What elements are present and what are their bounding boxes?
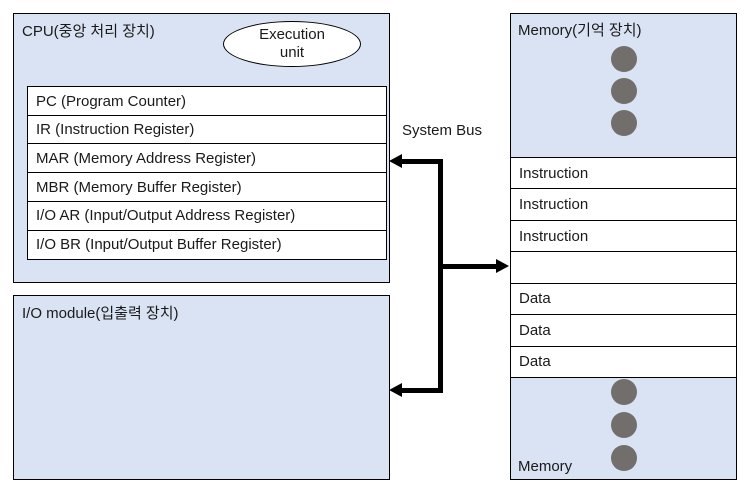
- memory-bottom-section: Memory: [511, 378, 736, 479]
- memory-box: Memory(기억 장치) Instruction Instruction In…: [510, 13, 737, 480]
- arrowhead-left-to-cpu-icon: [389, 154, 402, 168]
- execution-unit-label-line2: unit: [279, 44, 305, 61]
- dot-icon: [610, 445, 637, 471]
- dot-icon: [610, 78, 637, 104]
- io-module-box: I/O module(입출력 장치): [13, 295, 390, 480]
- io-module-title: I/O module(입출력 장치): [22, 305, 179, 322]
- arrowhead-right-to-memory-icon: [496, 259, 509, 273]
- memory-cell-table: Instruction Instruction Instruction Data…: [511, 157, 736, 378]
- register-table: PC (Program Counter) IR (Instruction Reg…: [27, 86, 387, 260]
- memory-row-instruction: Instruction: [511, 189, 736, 221]
- system-bus-label: System Bus: [401, 122, 483, 139]
- register-row-mbr: MBR (Memory Buffer Register): [27, 172, 387, 203]
- cpu-title: CPU(중앙 처리 장치): [22, 23, 155, 40]
- ellipsis-dots-icon: [610, 379, 637, 471]
- memory-row-data: Data: [511, 283, 736, 316]
- memory-row-instruction: Instruction: [511, 158, 736, 190]
- system-bus-branch-to-io: [400, 388, 442, 393]
- memory-row-data: Data: [511, 346, 736, 378]
- dot-icon: [610, 46, 637, 72]
- arrowhead-left-to-io-icon: [389, 383, 402, 397]
- dot-icon: [610, 110, 637, 136]
- memory-row-instruction: Instruction: [511, 220, 736, 253]
- ellipsis-dots-icon: [610, 46, 637, 136]
- execution-unit-ellipse: Execution unit: [223, 21, 361, 67]
- execution-unit-label-line1: Execution: [259, 26, 325, 43]
- system-bus-vertical-line: [438, 159, 443, 393]
- register-row-ioar: I/O AR (Input/Output Address Register): [27, 200, 387, 231]
- register-row-iobr: I/O BR (Input/Output Buffer Register): [27, 229, 387, 260]
- dot-icon: [610, 379, 637, 405]
- memory-title: Memory(기억 장치): [518, 22, 642, 39]
- cpu-box: CPU(중앙 처리 장치) Execution unit PC (Program…: [13, 13, 390, 283]
- dot-icon: [610, 412, 637, 438]
- memory-row-empty: [511, 252, 736, 284]
- register-row-pc: PC (Program Counter): [27, 86, 387, 116]
- system-bus-branch-to-memory: [438, 264, 498, 269]
- memory-bottom-label: Memory: [518, 458, 573, 475]
- memory-row-data: Data: [511, 315, 736, 347]
- system-bus-branch-to-cpu: [400, 159, 442, 164]
- register-row-mar: MAR (Memory Address Register): [27, 143, 387, 174]
- register-row-ir: IR (Instruction Register): [27, 114, 387, 145]
- memory-top-section: Memory(기억 장치): [511, 14, 736, 157]
